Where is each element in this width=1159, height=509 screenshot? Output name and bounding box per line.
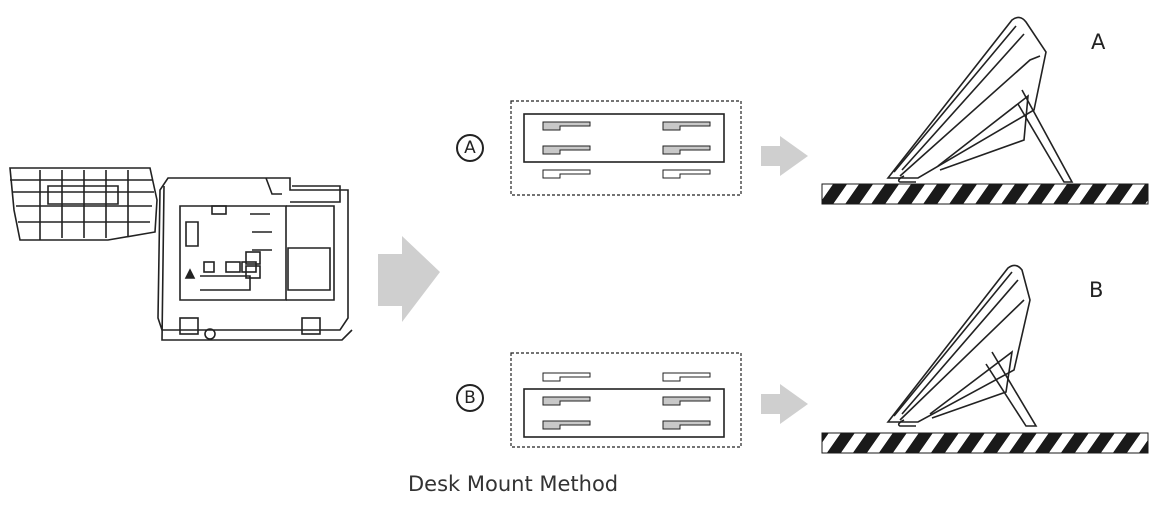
arrow-a [761, 136, 808, 176]
arrow-b [761, 384, 808, 424]
figure-caption: Desk Mount Method [408, 472, 619, 496]
badge-b: B [456, 384, 484, 412]
slot-panel-a [510, 100, 742, 196]
result-label-a: A [1091, 30, 1106, 54]
phone-side-view-a [886, 16, 1074, 183]
slot-panel-b [510, 352, 742, 448]
phone-side-view-b [886, 264, 1038, 427]
stand-drawing [9, 167, 158, 241]
result-label-b: B [1089, 278, 1104, 302]
badge-a: A [456, 134, 484, 162]
desk-surface-b [821, 432, 1149, 454]
phone-back-drawing [157, 177, 353, 341]
desk-surface-a [821, 183, 1149, 205]
main-direction-arrow [378, 236, 440, 322]
